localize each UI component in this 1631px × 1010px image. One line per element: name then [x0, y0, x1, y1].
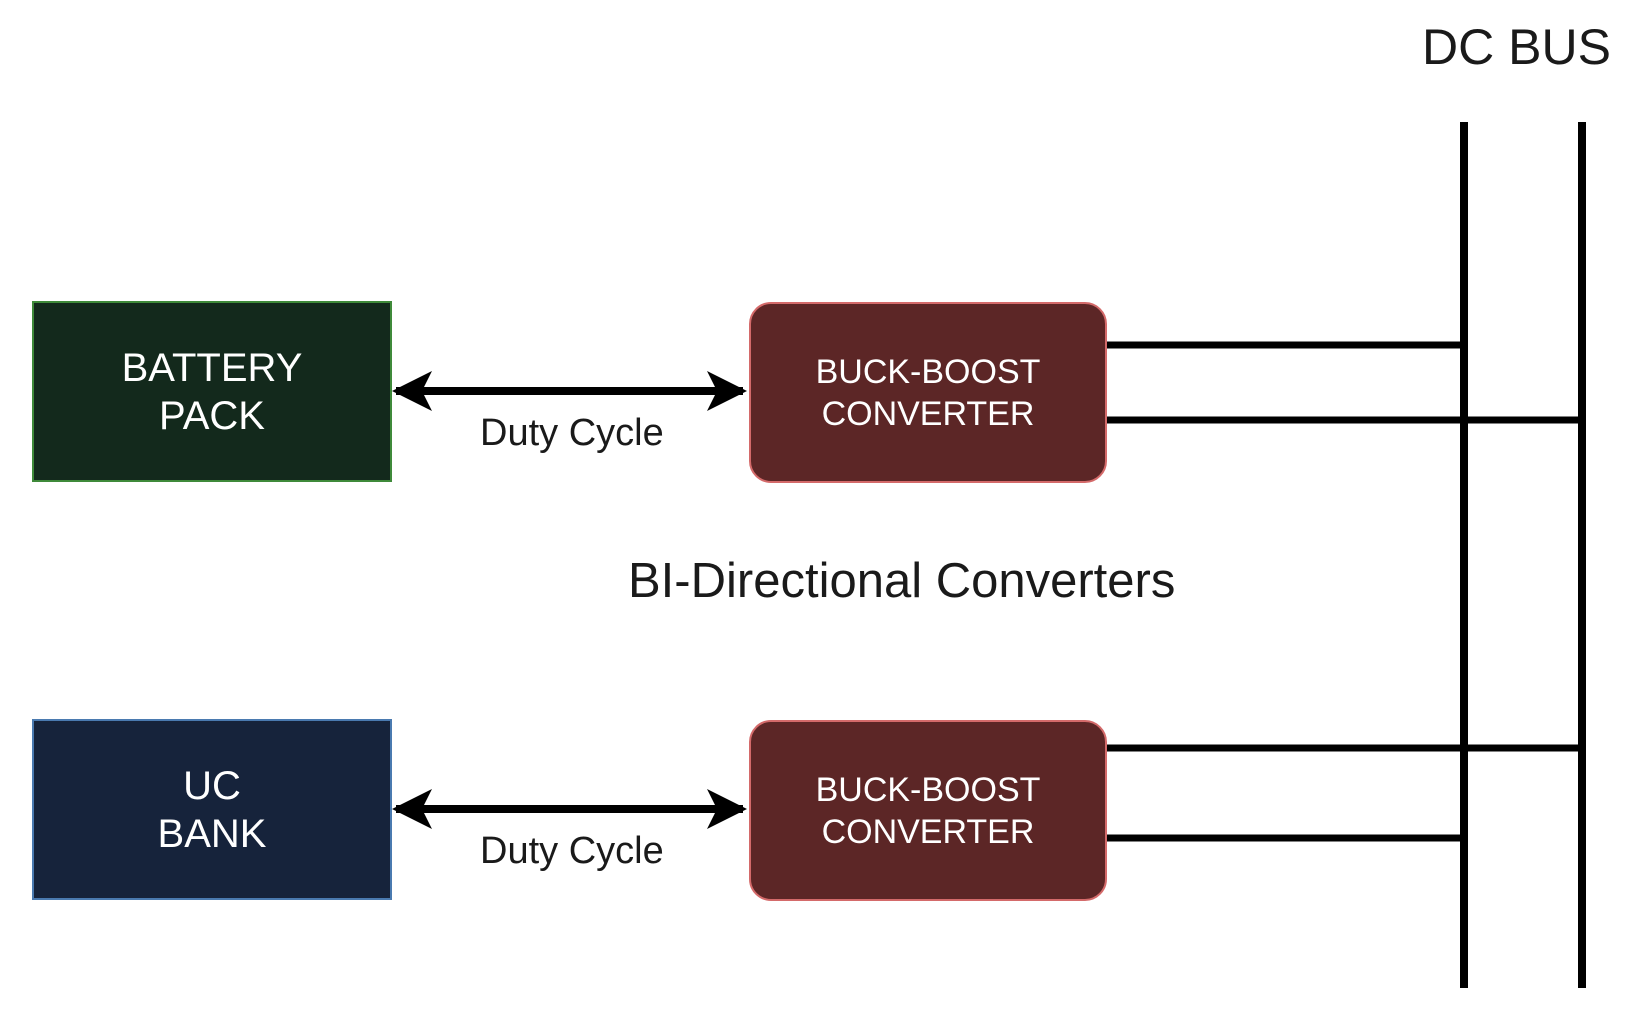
converters-caption: BI-Directional Converters	[628, 554, 1176, 608]
battery-pack-label-line1: BATTERY	[121, 345, 303, 390]
converter-top-label-line2: CONVERTER	[821, 394, 1035, 433]
uc-bank-block: UC BANK	[32, 719, 392, 900]
uc-bank-label-line2: BANK	[157, 811, 267, 856]
battery-pack-block: BATTERY PACK	[32, 301, 392, 482]
uc-bank-label-line1: UC	[183, 763, 241, 808]
buck-boost-converter-top: BUCK-BOOST CONVERTER	[749, 302, 1107, 483]
duty-cycle-label-bottom: Duty Cycle	[480, 830, 664, 872]
converter-bottom-label-line1: BUCK-BOOST	[815, 770, 1041, 809]
battery-pack-label-line2: PACK	[159, 393, 265, 438]
buck-boost-converter-bottom: BUCK-BOOST CONVERTER	[749, 720, 1107, 901]
converter-top-label-line1: BUCK-BOOST	[815, 352, 1041, 391]
dc-bus-label: DC BUS	[1422, 19, 1611, 75]
duty-cycle-label-top: Duty Cycle	[480, 412, 664, 454]
converter-bottom-label-line2: CONVERTER	[821, 812, 1035, 851]
